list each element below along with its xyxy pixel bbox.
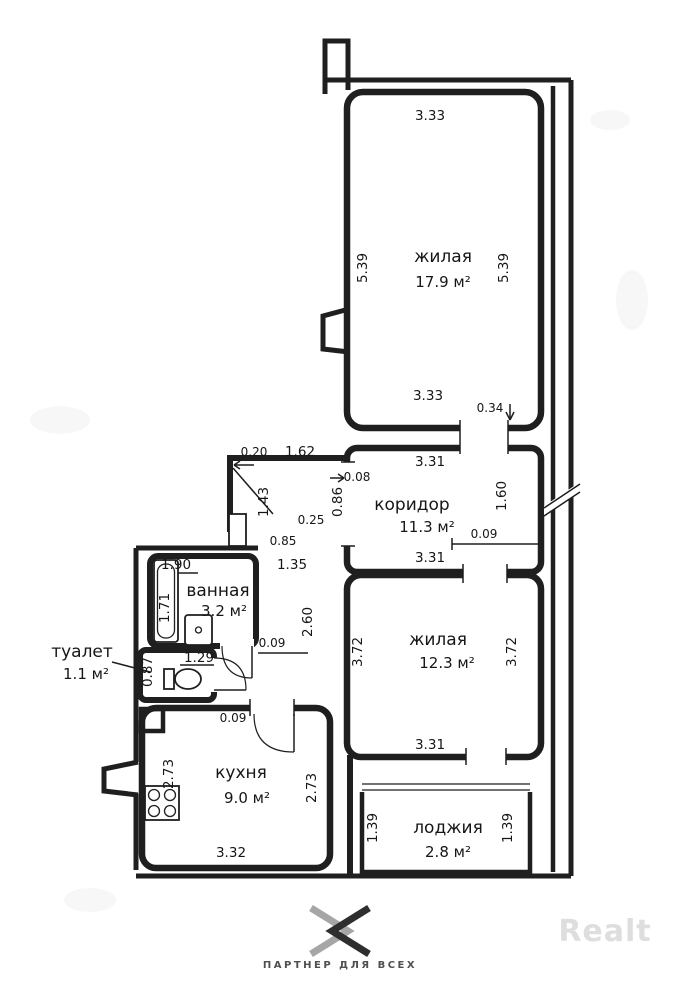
dim-bathroom-width: 1.90 [161, 557, 191, 573]
toilet-leader-line [111, 661, 151, 673]
living1-door-opening [460, 418, 508, 456]
dim-toilet-height: 0.87 [140, 657, 156, 687]
logo-chevron-left-icon [309, 905, 355, 957]
kitchen-door-opening [250, 700, 294, 715]
dim-corridor-side-height: 2.60 [300, 607, 316, 637]
dim-bathroom-height: 1.71 [157, 593, 173, 623]
living1-walls [343, 88, 545, 432]
dim-corridor-right: 1.60 [494, 481, 510, 511]
stove-burner-icon [147, 804, 161, 818]
dim-entry-seg1: 0.25 [298, 513, 325, 527]
dim-entry-width: 1.62 [285, 444, 315, 460]
dim-kitchen-bottom: 3.32 [216, 845, 246, 861]
loggia-door-opening [466, 749, 506, 764]
logo-chevron-right-icon [325, 905, 371, 957]
dim-living2-left: 3.72 [350, 637, 366, 667]
dim-living1-top: 3.33 [415, 108, 445, 124]
dim-corridor-partition: 0.09 [471, 527, 498, 541]
corridor-entry-opening [342, 462, 353, 546]
dim-entry-seg3: 1.35 [277, 557, 307, 573]
fixtures [138, 513, 247, 821]
bathroom-walls [147, 553, 259, 649]
bathtub-inner-icon [156, 563, 176, 639]
dim-living1-left: 5.39 [355, 253, 371, 283]
dim-corridor-wall-gap: 0.08 [344, 470, 371, 484]
stove-burner-icon [163, 788, 177, 802]
room-label-living2: жилая [409, 630, 467, 650]
loggia-walls [359, 792, 533, 875]
door-offset-arrow [505, 404, 515, 421]
area-label-living1: 17.9 м² [415, 273, 471, 291]
dim-kitchen-right: 2.73 [304, 773, 320, 803]
left-wall-notch [101, 759, 139, 798]
room-label-living1: жилая [414, 247, 472, 267]
living2-door-jambs [462, 564, 508, 583]
washbasin-icon [184, 614, 213, 646]
dim-entry-wall-height: 1.43 [256, 487, 272, 517]
bathtub-icon [153, 559, 179, 643]
footer-partner-text: ПАРТНЕР ДЛЯ ВСЕХ [263, 960, 417, 971]
bathroom-door-opening [220, 639, 254, 652]
dim-toilet-width: 1.29 [184, 650, 214, 666]
room-label-kitchen: кухня [215, 763, 267, 783]
room-label-toilet: туалет [51, 642, 113, 662]
toilet-door-arc [213, 657, 247, 691]
kitchen-walls [138, 704, 334, 872]
loggia-door-jambs [465, 748, 507, 765]
wall-break-marks [543, 483, 581, 517]
living2-walls [343, 571, 545, 761]
area-label-corridor: 11.3 м² [399, 518, 455, 536]
dim-living1-bottom: 3.33 [413, 388, 443, 404]
bathroom-door-arc [221, 645, 253, 679]
area-label-kitchen: 9.0 м² [224, 789, 270, 807]
dim-kitchen-jamb: 0.09 [220, 711, 247, 725]
loggia-window-lines [362, 783, 530, 791]
area-label-toilet: 1.1 м² [63, 665, 109, 683]
corridor-partition-line [451, 538, 541, 550]
area-label-bathroom: 3.2 м² [201, 602, 247, 620]
dim-living1-door-offset: 0.34 [477, 401, 504, 415]
washbasin-drain-icon [194, 626, 203, 634]
vent-shaft-icon [138, 706, 166, 734]
room-label-corridor: коридор [374, 495, 449, 515]
living1-door-jambs [459, 420, 509, 454]
stove-burner-icon [147, 788, 161, 802]
toilet-bowl-icon [174, 668, 202, 690]
dim-loggia-right: 1.39 [500, 813, 516, 843]
toilet-tank-icon [163, 668, 175, 690]
room-label-bathroom: ванная [186, 581, 249, 601]
top-left-protrusion [322, 38, 351, 94]
wall-pier-icon [228, 513, 247, 547]
dim-corridor-top: 3.31 [415, 454, 445, 470]
area-label-living2: 12.3 м² [419, 654, 475, 672]
dim-kitchen-left: 2.73 [161, 759, 177, 789]
thin-lines [111, 404, 581, 791]
kitchen-door-jambs [249, 699, 295, 716]
footer-logo [309, 905, 371, 957]
dim-bathroom-jamb: 0.09 [259, 636, 286, 650]
dim-entry-recess: 0.20 [241, 445, 268, 459]
wall-gap-arrow [330, 473, 345, 483]
entry-recess-arrow [233, 460, 254, 470]
dim-entry-seg2: 0.85 [270, 534, 297, 548]
dim-loggia-left: 1.39 [365, 813, 381, 843]
stove-icon [144, 785, 180, 821]
dim-living1-right: 5.39 [496, 253, 512, 283]
living2-door-opening [463, 565, 507, 582]
corridor-entry-jambs [341, 461, 355, 547]
dim-corridor-bottom: 3.31 [415, 550, 445, 566]
watermark-text: Realt [558, 914, 651, 949]
kitchen-door-arc [253, 713, 295, 753]
room-label-loggia: лоджия [413, 818, 483, 838]
entry-door-leaf [232, 467, 274, 515]
dim-living2-right: 3.72 [504, 637, 520, 667]
area-label-loggia: 2.8 м² [425, 843, 471, 861]
stove-burner-icon [163, 804, 177, 818]
mid-left-notch [320, 306, 350, 355]
dim-entry-inner-height: 0.86 [330, 487, 346, 517]
dim-living2-bottom: 3.31 [415, 737, 445, 753]
toilet-door-opening [207, 658, 220, 692]
